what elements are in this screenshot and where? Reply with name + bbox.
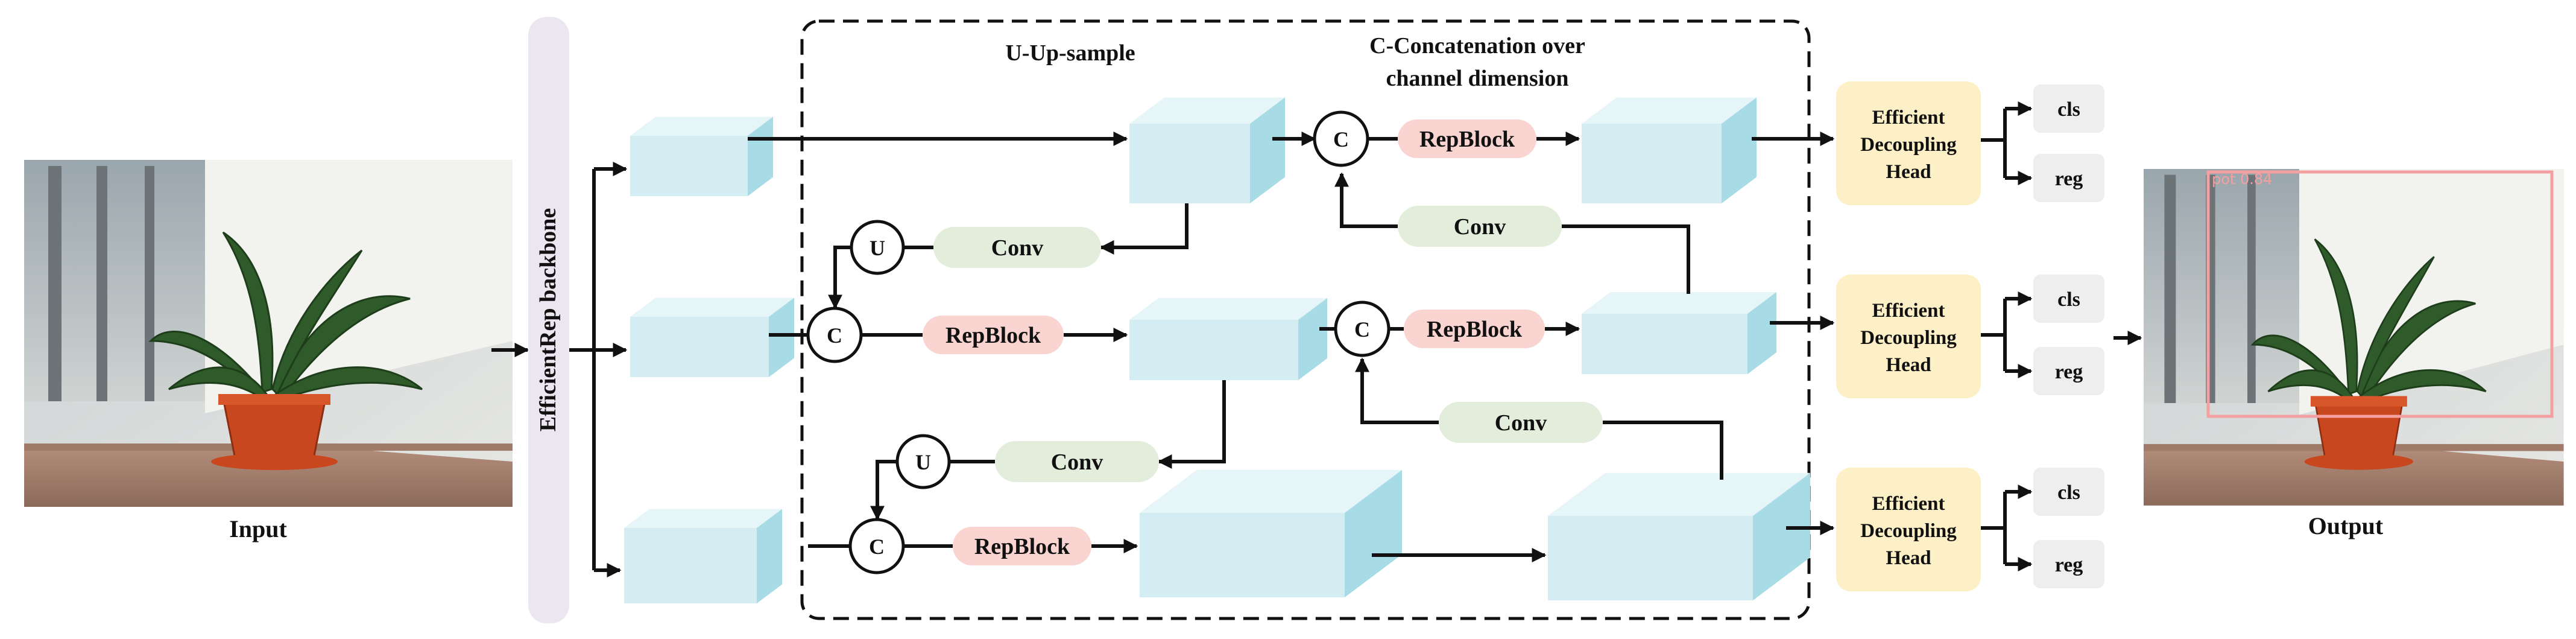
- repblock-2-label: RepBlock: [945, 323, 1041, 348]
- conv-pan-2: Conv: [1439, 402, 1603, 443]
- head-3-line3: Head: [1886, 547, 1931, 569]
- conv-up-2: Conv: [995, 441, 1159, 482]
- wire-conv-pan2-to-c3: [1355, 357, 1439, 424]
- conv-pan-1-label: Conv: [1454, 214, 1506, 240]
- conv-pan-1: Conv: [1398, 206, 1562, 247]
- concat-node-3-symbol: C: [1354, 317, 1370, 342]
- head-1-reg-label: reg: [2055, 168, 2083, 190]
- neck-region: [800, 19, 1811, 620]
- wire-top-node-to-conv-up1: [1099, 203, 1189, 255]
- detection-label: pot 0.84: [2212, 171, 2272, 188]
- concat-node-3: C: [1334, 300, 1391, 357]
- head-2: Efficient Decoupling Head: [1836, 275, 1981, 398]
- concat-node-2-symbol: C: [827, 323, 842, 348]
- feature-map-2: [630, 297, 794, 377]
- head-3-reg: reg: [2033, 540, 2104, 588]
- top-down-node-1: [1129, 97, 1285, 203]
- repblock-1: RepBlock: [1398, 119, 1536, 158]
- wire-u2-to-c4: [870, 460, 897, 521]
- head-3-cls: cls: [2033, 468, 2104, 516]
- head-1-line1: Efficient: [1872, 107, 1945, 129]
- concat-node-4-symbol: C: [869, 535, 885, 559]
- conv-up-1-label: Conv: [991, 235, 1044, 261]
- head-1: Efficient Decoupling Head: [1836, 81, 1981, 205]
- input-label: Input: [229, 515, 287, 542]
- upsample-node-2-symbol: U: [915, 450, 931, 474]
- head-1-cls-label: cls: [2057, 98, 2080, 121]
- upsample-note: U-Up-sample: [1005, 40, 1135, 66]
- conv-up-1: Conv: [933, 227, 1101, 268]
- head-1-reg: reg: [2033, 154, 2104, 202]
- head-2-reg: reg: [2033, 347, 2104, 395]
- top-down-node-2: [1129, 298, 1327, 380]
- conv-up-2-label: Conv: [1051, 450, 1103, 475]
- input-image: [23, 159, 514, 508]
- head-1-branch: [1981, 109, 2007, 178]
- wire-p4-to-conv-pan1: [1562, 224, 1690, 294]
- repblock-3-label: RepBlock: [1427, 317, 1523, 342]
- top-down-node-3: [1140, 469, 1402, 597]
- repblock-1-label: RepBlock: [1419, 127, 1515, 152]
- head-2-line2: Decoupling: [1860, 327, 1957, 349]
- head-3-cls-label: cls: [2057, 482, 2080, 504]
- repblock-3: RepBlock: [1404, 310, 1545, 348]
- backbone-bar: [528, 17, 569, 623]
- concat-node-2: C: [806, 307, 863, 363]
- repblock-4: RepBlock: [953, 527, 1091, 565]
- conv-pan-2-label: Conv: [1495, 410, 1547, 436]
- head-2-cls: cls: [2033, 275, 2104, 323]
- head-3-reg-label: reg: [2055, 554, 2083, 576]
- wire-conv-pan1-to-c1: [1334, 172, 1398, 228]
- feature-map-1: [630, 116, 773, 196]
- head-3-line2: Decoupling: [1860, 520, 1957, 542]
- concat-node-1: C: [1313, 110, 1369, 167]
- feature-map-3: [624, 509, 782, 603]
- wire-p5-to-conv-pan2: [1603, 421, 1723, 480]
- feature-cubes: [624, 97, 1810, 603]
- head-2-reg-label: reg: [2055, 361, 2083, 383]
- output-label: Output: [2308, 512, 2384, 539]
- head-3: Efficient Decoupling Head: [1836, 468, 1981, 591]
- backbone-label: EfficientRep backbone: [535, 208, 561, 432]
- pan-out-1: [1582, 97, 1757, 203]
- repblock-4-label: RepBlock: [974, 534, 1070, 559]
- head-3-branch: [1981, 492, 2007, 564]
- repblock-2: RepBlock: [923, 316, 1064, 354]
- pan-out-3: [1548, 472, 1810, 600]
- head-2-line3: Head: [1886, 354, 1931, 376]
- wire-mid-node-to-conv-up2: [1157, 380, 1226, 469]
- head-3-line1: Efficient: [1872, 493, 1945, 515]
- head-2-cls-label: cls: [2057, 288, 2080, 311]
- concat-node-4: C: [848, 518, 905, 574]
- concat-note-line1: C-Concatenation over: [1369, 33, 1585, 59]
- output-image: pot 0.84: [2142, 168, 2565, 507]
- detection-box: [2206, 170, 2554, 418]
- head-1-cls: cls: [2033, 84, 2104, 133]
- head-2-line1: Efficient: [1872, 300, 1945, 322]
- head-2-branch: [1981, 299, 2007, 371]
- head-1-line3: Head: [1886, 161, 1931, 183]
- pan-out-2: [1582, 292, 1776, 374]
- upsample-node-1: U: [850, 220, 905, 275]
- concat-node-1-symbol: C: [1333, 127, 1349, 151]
- upsample-node-1-symbol: U: [870, 236, 885, 260]
- wire-u1-to-c2: [828, 246, 851, 310]
- upsample-node-2: U: [895, 434, 951, 489]
- head-1-line2: Decoupling: [1860, 134, 1957, 156]
- concat-note-line2: channel dimension: [1386, 66, 1568, 91]
